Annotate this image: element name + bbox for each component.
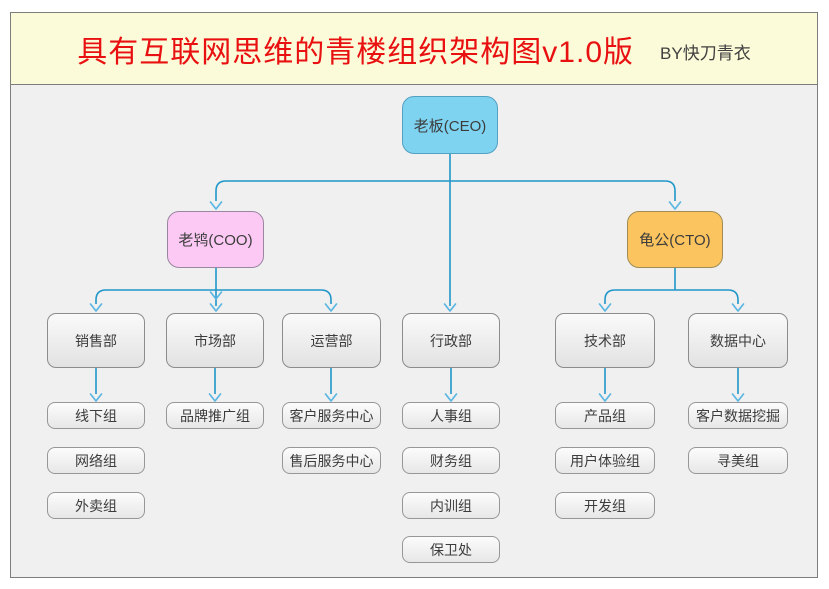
node-team: 保卫处 [402,536,500,563]
node-team: 人事组 [402,402,500,429]
node-coo: 老鸨(COO) [167,211,264,268]
node-team: 客户服务中心 [282,402,381,429]
node-cto: 龟公(CTO) [627,211,723,268]
node-team: 内训组 [402,492,500,519]
byline: BY快刀青衣 [660,44,751,63]
node-dept-operations: 运营部 [282,313,381,368]
node-team: 售后服务中心 [282,447,381,474]
node-team: 寻美组 [688,447,788,474]
node-team: 线下组 [47,402,145,429]
node-dept-sales: 销售部 [47,313,145,368]
node-team: 外卖组 [47,492,145,519]
node-team: 用户体验组 [555,447,655,474]
page-title: 具有互联网思维的青楼组织架构图v1.0版 [77,35,635,69]
node-team: 客户数据挖掘 [688,402,788,429]
node-team: 财务组 [402,447,500,474]
node-team: 产品组 [555,402,655,429]
node-team: 品牌推广组 [166,402,264,429]
node-dept-admin: 行政部 [402,313,500,368]
node-dept-marketing: 市场部 [166,313,264,368]
title-band: 具有互联网思维的青楼组织架构图v1.0版 BY快刀青衣 [10,12,818,85]
node-team: 开发组 [555,492,655,519]
node-ceo: 老板(CEO) [402,96,498,154]
node-team: 网络组 [47,447,145,474]
node-dept-datacenter: 数据中心 [688,313,788,368]
node-dept-tech: 技术部 [555,313,655,368]
